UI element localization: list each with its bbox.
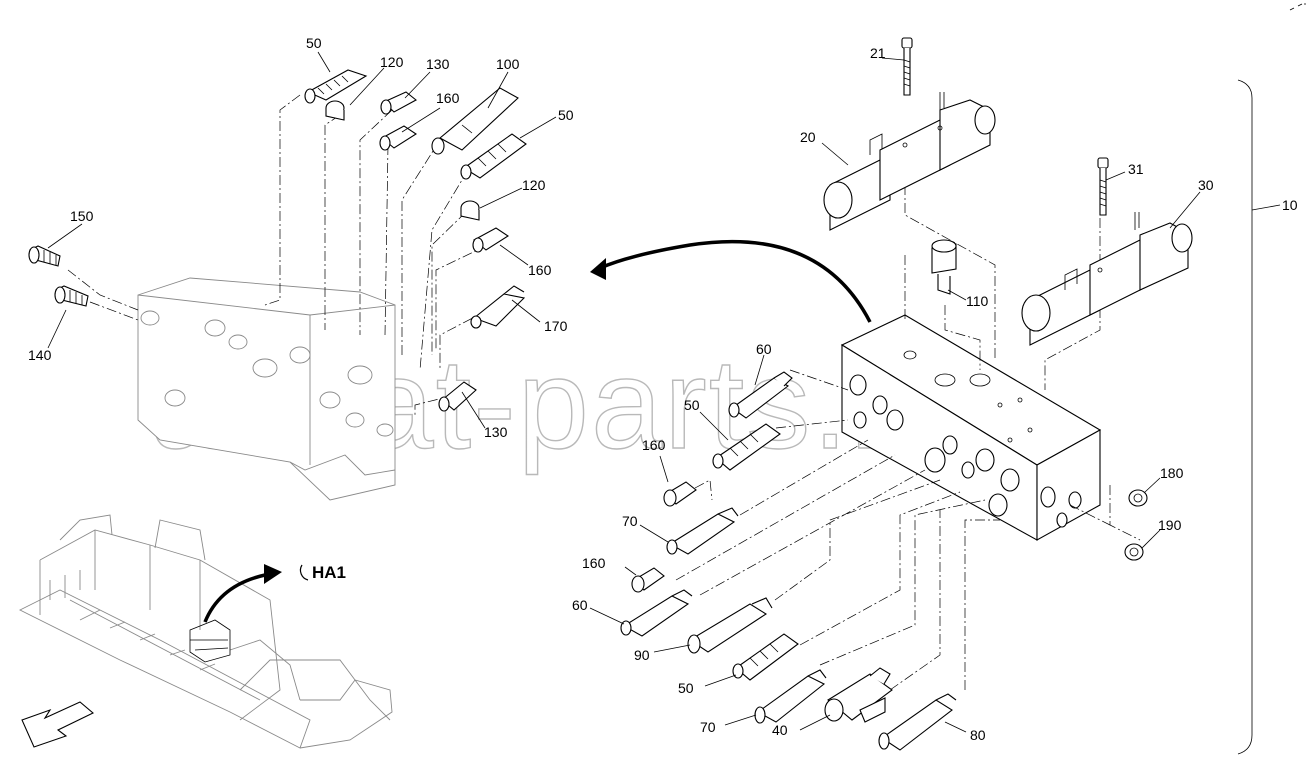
ha1-reference-arc bbox=[299, 564, 309, 581]
corner-mark bbox=[1289, 3, 1306, 11]
part-60-valve-lower bbox=[620, 589, 693, 637]
part-170-sensor bbox=[470, 285, 526, 329]
label-150: 150 bbox=[70, 208, 94, 224]
view-reference-label: HA1 bbox=[312, 563, 346, 582]
label-120-a: 120 bbox=[380, 54, 404, 70]
label-130-b: 130 bbox=[484, 424, 508, 440]
machine-to-ha1-arrow bbox=[203, 573, 266, 623]
label-120-b: 120 bbox=[522, 177, 546, 193]
part-90-valve bbox=[687, 597, 773, 654]
label-70-a: 70 bbox=[622, 513, 638, 529]
part-60-valve-upper bbox=[728, 371, 793, 419]
part-130-fitting-top bbox=[380, 91, 417, 115]
transfer-arrow bbox=[599, 239, 872, 323]
label-90: 90 bbox=[634, 647, 650, 663]
part-50-cartridge-mid bbox=[460, 133, 527, 180]
part-180-plug bbox=[1128, 489, 1148, 507]
assembly-bracket bbox=[1237, 79, 1253, 755]
part-110-plug bbox=[931, 239, 957, 295]
transfer-arrow-head bbox=[590, 258, 606, 280]
part-100-valve bbox=[431, 87, 519, 155]
part-20-solenoid bbox=[823, 92, 996, 231]
left-manifold-block bbox=[137, 277, 396, 501]
part-50-cartridge-lower bbox=[732, 633, 799, 681]
left-assembly-lines bbox=[67, 94, 489, 415]
label-170: 170 bbox=[544, 318, 568, 334]
part-40-sensor bbox=[824, 667, 893, 723]
label-160-c: 160 bbox=[642, 437, 666, 453]
right-manifold-block bbox=[840, 314, 1102, 541]
part-50-cartridge-right bbox=[712, 423, 781, 471]
label-160-a: 160 bbox=[436, 90, 460, 106]
label-31: 31 bbox=[1128, 161, 1144, 177]
label-160-d: 160 bbox=[582, 555, 606, 571]
label-160-b: 160 bbox=[528, 262, 552, 278]
label-50-a: 50 bbox=[306, 35, 322, 51]
label-30: 30 bbox=[1198, 177, 1214, 193]
label-100: 100 bbox=[496, 56, 520, 72]
label-80: 80 bbox=[970, 727, 986, 743]
part-160-fitting-right-b bbox=[631, 567, 665, 593]
label-180: 180 bbox=[1160, 465, 1184, 481]
part-120-plug-top bbox=[325, 100, 345, 121]
right-assembly-lines bbox=[675, 185, 1141, 691]
part-50-cartridge-top bbox=[304, 69, 368, 104]
part-190-plug bbox=[1124, 543, 1144, 561]
paver-machine-thumbnail bbox=[18, 514, 393, 749]
label-60-a: 60 bbox=[756, 341, 772, 357]
label-20: 20 bbox=[800, 129, 816, 145]
part-21-screw bbox=[901, 37, 913, 96]
part-30-solenoid bbox=[1021, 212, 1193, 346]
part-160-fitting-mid bbox=[472, 227, 510, 253]
part-150-fitting bbox=[28, 245, 61, 267]
label-50-b: 50 bbox=[558, 107, 574, 123]
label-10: 10 bbox=[1282, 197, 1298, 213]
label-50-d: 50 bbox=[678, 680, 694, 696]
label-140: 140 bbox=[28, 347, 52, 363]
part-31-screw bbox=[1097, 157, 1109, 216]
leader-lines bbox=[47, 51, 1201, 733]
label-130-a: 130 bbox=[426, 56, 450, 72]
part-80-valve bbox=[878, 693, 957, 751]
part-70-valve-lower bbox=[754, 669, 827, 724]
label-21: 21 bbox=[870, 45, 886, 61]
part-120-plug-mid bbox=[460, 200, 480, 221]
part-130-fitting-bottom bbox=[438, 381, 477, 412]
view-direction-arrow-icon bbox=[21, 701, 95, 748]
label-110: 110 bbox=[966, 293, 989, 309]
part-160-fitting-top bbox=[379, 125, 418, 151]
part-70-valve-upper bbox=[666, 507, 739, 555]
label-70-b: 70 bbox=[700, 719, 716, 735]
label-190: 190 bbox=[1158, 517, 1182, 533]
label-50-c: 50 bbox=[684, 397, 700, 413]
part-160-fitting-right-a bbox=[663, 481, 697, 507]
machine-to-ha1-arrowhead bbox=[264, 564, 282, 584]
label-60-b: 60 bbox=[572, 597, 588, 613]
part-140-fitting bbox=[54, 285, 89, 307]
label-40: 40 bbox=[772, 722, 788, 738]
